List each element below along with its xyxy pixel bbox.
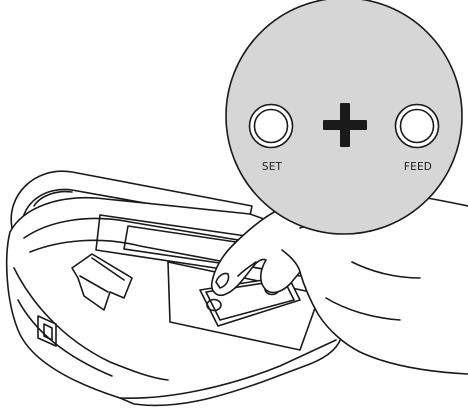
hand-palm-line xyxy=(351,261,421,279)
printer-roll-housing-edge xyxy=(33,190,73,207)
printer-bottom-edge xyxy=(119,339,337,399)
feed-button-label: FEED xyxy=(404,161,432,173)
set-button-label: SET xyxy=(262,161,283,173)
printer-top-deck xyxy=(23,217,311,253)
printer-side-contour-2 xyxy=(17,299,113,377)
printer-side-latch xyxy=(71,253,133,311)
hand-finger-fold xyxy=(325,297,401,321)
printer-side-latch-detail xyxy=(79,257,125,293)
printer-front-top-edge xyxy=(29,239,301,277)
callout-feed-button xyxy=(394,103,440,149)
plus-icon xyxy=(323,103,367,147)
set-button-inner xyxy=(253,108,289,144)
hand-fingernail xyxy=(215,272,230,289)
hand-index-finger-crease xyxy=(237,261,257,277)
printer-set-button xyxy=(206,298,222,312)
printer-connector-port-inner xyxy=(43,323,53,341)
printer-side-contour xyxy=(13,267,169,381)
feed-button-inner xyxy=(399,108,435,144)
printer-connector-port xyxy=(37,315,57,347)
callout-set-button xyxy=(248,103,294,149)
hand-thumb-crease xyxy=(281,249,301,273)
